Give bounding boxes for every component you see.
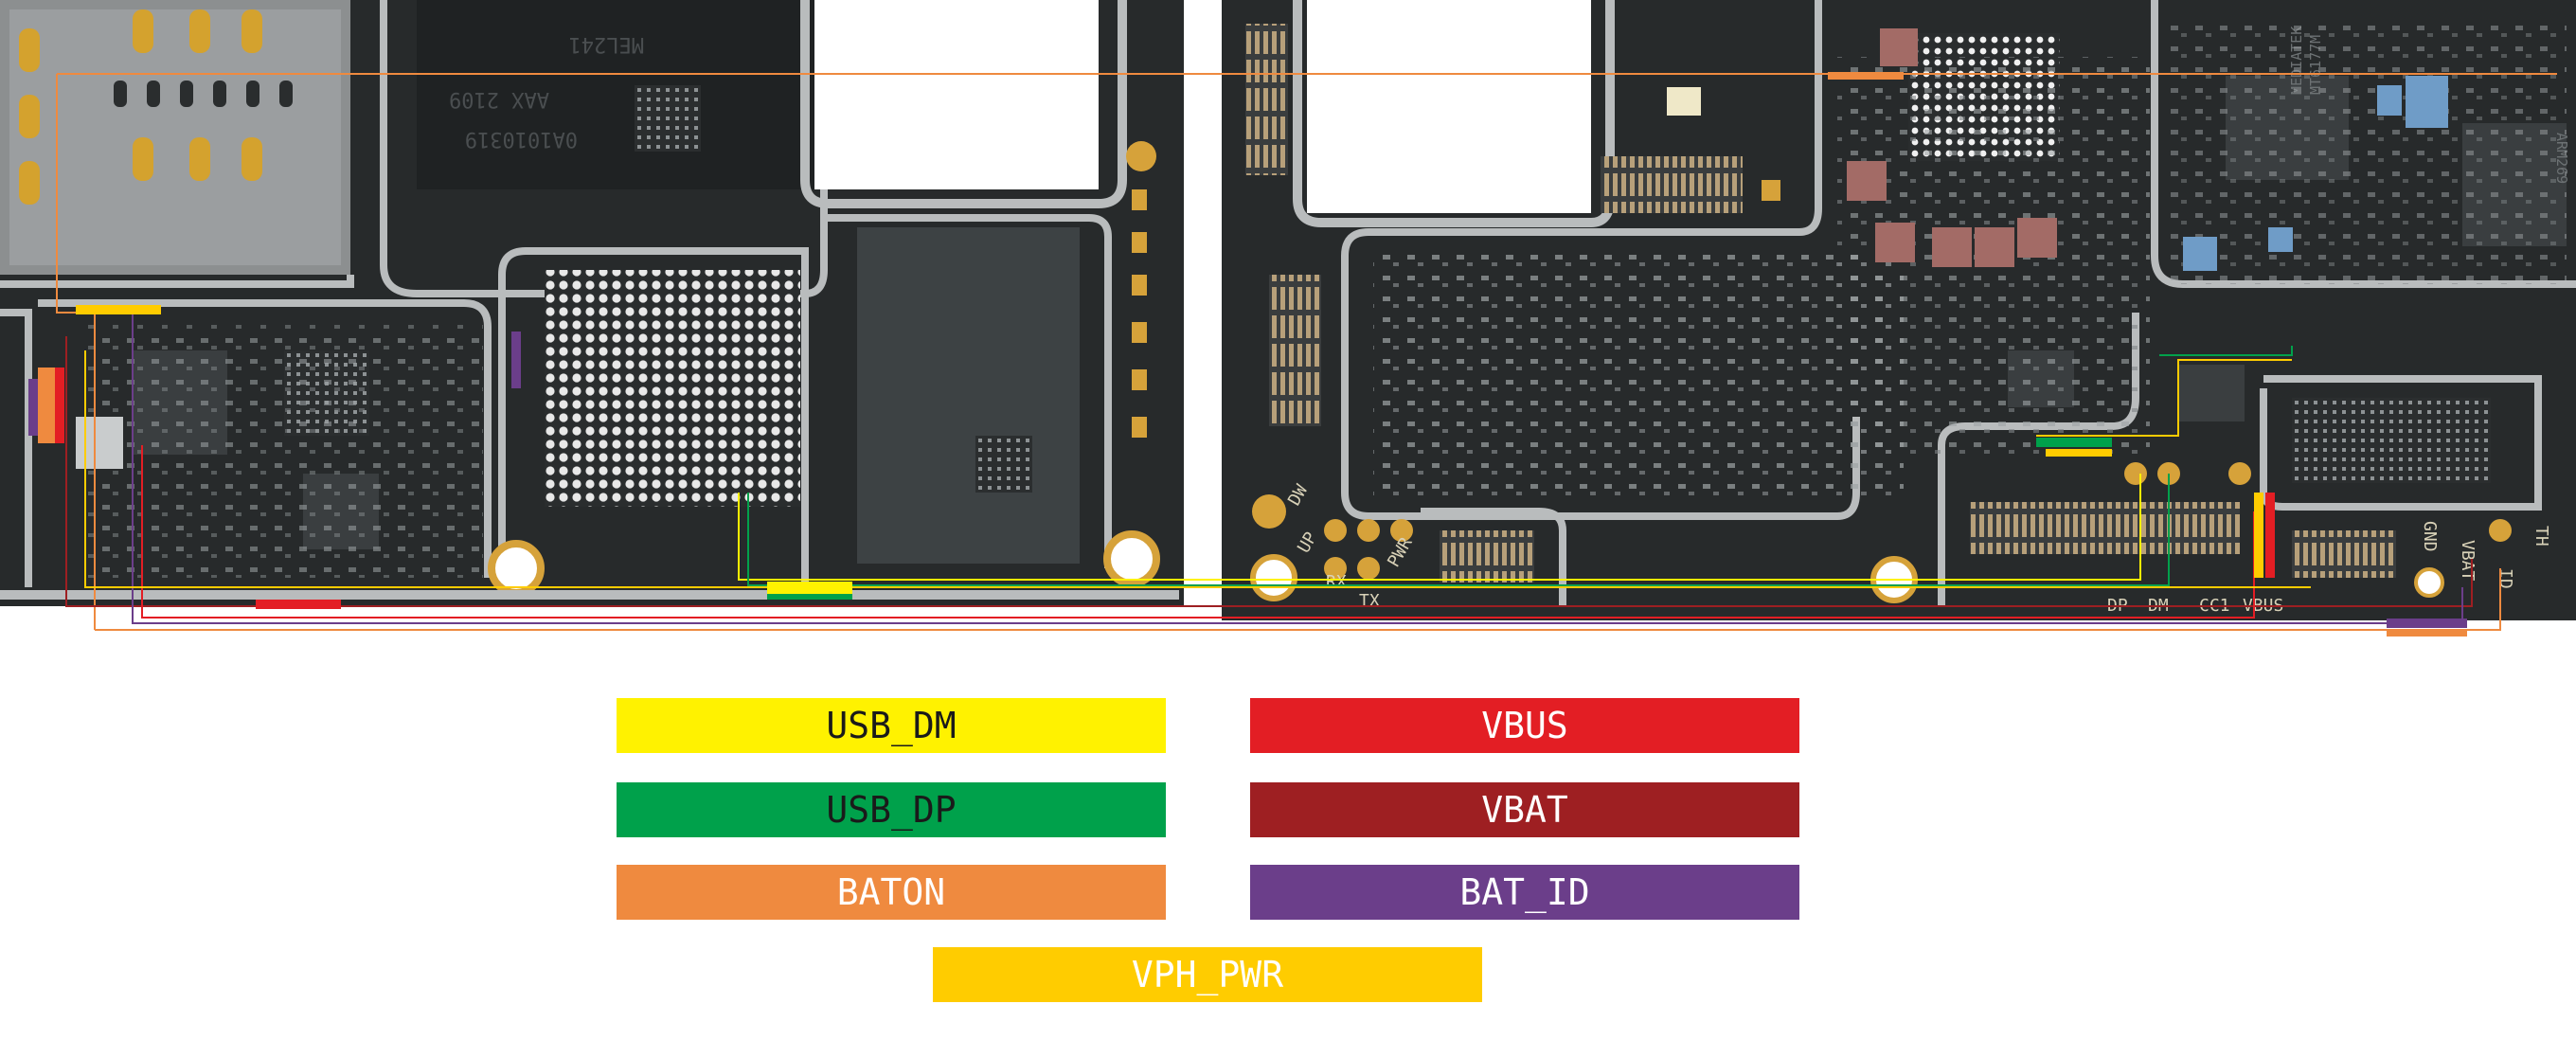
chip-label-mel: MEL241 [569, 32, 644, 56]
connector-mid [1601, 156, 1743, 213]
legend-vbus-label: VBUS [1481, 705, 1568, 746]
battery-connector [2292, 530, 2396, 578]
signal-traces [56, 73, 2557, 631]
silk-tx: TX [1359, 591, 1380, 611]
legend-bat-id: BAT_ID [1250, 865, 1799, 920]
legend-usb-dm-label: USB_DM [826, 705, 957, 746]
silk-vbat: VBAT [2458, 540, 2478, 582]
legend-vbat-label: VBAT [1481, 789, 1568, 831]
silk-rx: RX [1326, 572, 1347, 592]
legend-vbat: VBAT [1250, 782, 1799, 837]
left-board: MEL241 AAX 2109 0A1010319 2106 [0, 0, 1184, 606]
legend-usb-dp-label: USB_DP [826, 789, 957, 831]
ufs-chip [857, 227, 1080, 564]
legend-vbus: VBUS [1250, 698, 1799, 753]
connector-left [1269, 275, 1321, 426]
legend-vph-pwr-label: VPH_PWR [1131, 954, 1284, 995]
silk-gnd: GND [2420, 521, 2440, 552]
right-board: MEDIATEK MT6177M ARM269 [1222, 0, 2576, 620]
legend-usb-dp: USB_DP [617, 782, 1166, 837]
chip-label-oa: 0A1010319 [465, 127, 578, 151]
chip-label-aax: AAX 2109 [449, 87, 549, 111]
silk-th: TH [2531, 526, 2551, 547]
legend-vph-pwr: VPH_PWR [933, 947, 1482, 1002]
bga-cpu-left [545, 270, 800, 507]
legend-baton-label: BATON [836, 871, 946, 913]
usb-connector [1970, 502, 2240, 554]
legend-usb-dm: USB_DM [617, 698, 1166, 753]
connector-top [1245, 24, 1288, 175]
silk-id: ID [2496, 568, 2515, 589]
trace-tags [28, 72, 2467, 637]
legend-bat-id-label: BAT_ID [1459, 871, 1590, 913]
legend-baton: BATON [617, 865, 1166, 920]
memory-chip-left [417, 0, 814, 189]
